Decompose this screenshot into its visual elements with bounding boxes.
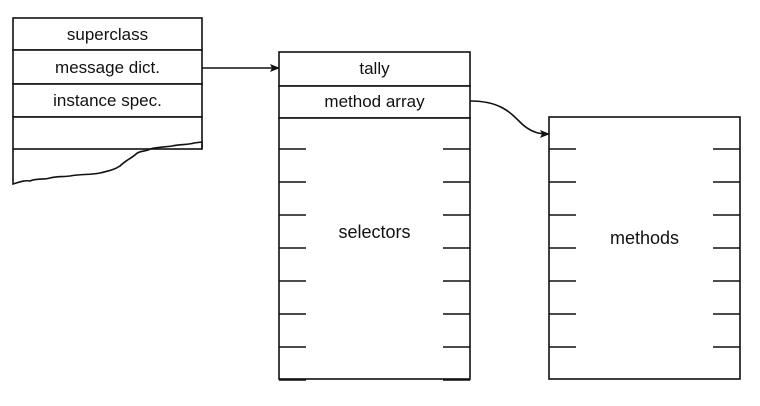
- selector-slot-ticks: [279, 148, 470, 381]
- instance-spec-label: instance spec.: [53, 91, 162, 110]
- field-message-dict: [12, 49, 203, 85]
- method-array-label: method array: [324, 92, 425, 111]
- field-method-array: [278, 85, 471, 119]
- selectors-label: selectors: [338, 222, 410, 242]
- torn-edge: [12, 141, 203, 186]
- arrow-method-array-to-methods: [469, 100, 550, 138]
- superclass-label: superclass: [67, 25, 148, 44]
- methods-label: methods: [610, 228, 679, 248]
- message-dict-label: message dict.: [55, 58, 160, 77]
- message-dictionary: tally method array selectors: [278, 51, 471, 381]
- class-object: superclass message dict. instance spec.: [12, 17, 203, 186]
- selectors-area: [278, 117, 471, 380]
- field-empty: [12, 116, 203, 150]
- method-array: methods: [548, 116, 741, 380]
- field-tally: [278, 51, 471, 87]
- field-superclass: [12, 17, 203, 51]
- tally-label: tally: [359, 59, 390, 78]
- method-slot-ticks: [549, 148, 740, 348]
- methods-area: [548, 116, 741, 380]
